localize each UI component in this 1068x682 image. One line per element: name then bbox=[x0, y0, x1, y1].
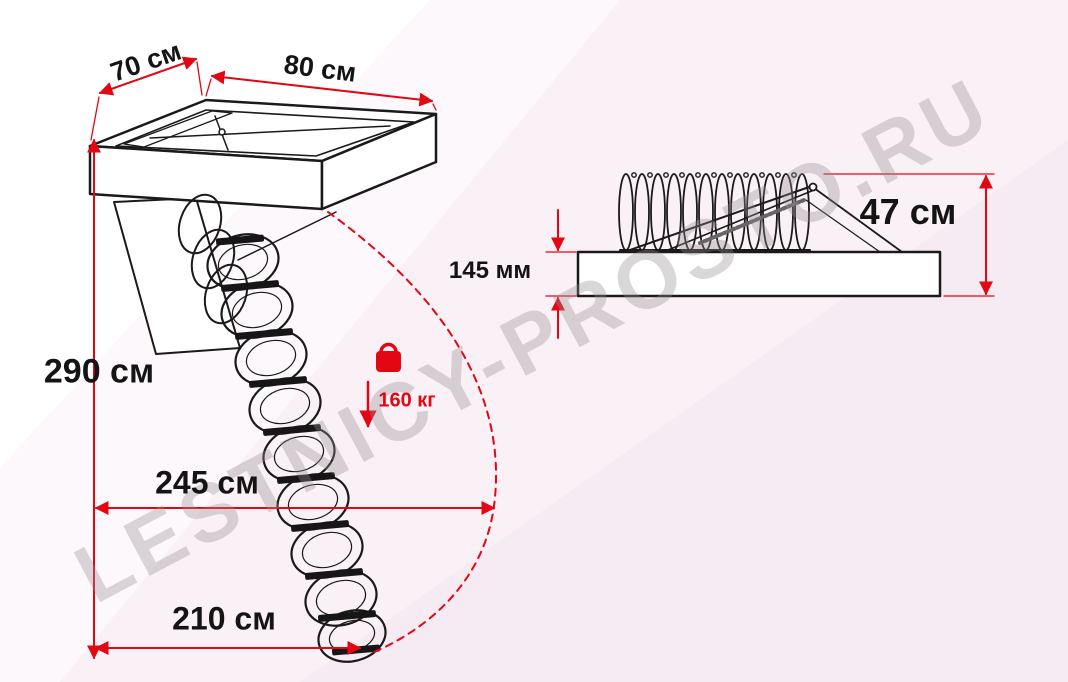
dim-80-line bbox=[210, 70, 434, 107]
max-load-label: 160 кг bbox=[378, 389, 436, 412]
ladder-box bbox=[576, 250, 942, 298]
deploy-trajectory-curve bbox=[327, 211, 498, 653]
attic-ladder-front-view bbox=[87, 56, 498, 663]
base-distance-label: 210 см bbox=[172, 600, 276, 637]
folded-scissor-top bbox=[177, 193, 249, 325]
folded-height-label: 47 см bbox=[859, 191, 957, 232]
floor-projection-label: 245 см bbox=[155, 464, 259, 501]
ceiling-height-label: 290 см bbox=[43, 352, 155, 391]
dim-70-line bbox=[98, 56, 198, 96]
folded-scissor-mechanism bbox=[618, 172, 903, 253]
dimension-lines-front bbox=[87, 56, 496, 660]
attic-ladder-side-view bbox=[545, 172, 995, 339]
weight-icon bbox=[359, 342, 401, 428]
dimension-lines-side bbox=[545, 173, 995, 339]
box-thickness-label: 145 мм bbox=[448, 257, 532, 284]
